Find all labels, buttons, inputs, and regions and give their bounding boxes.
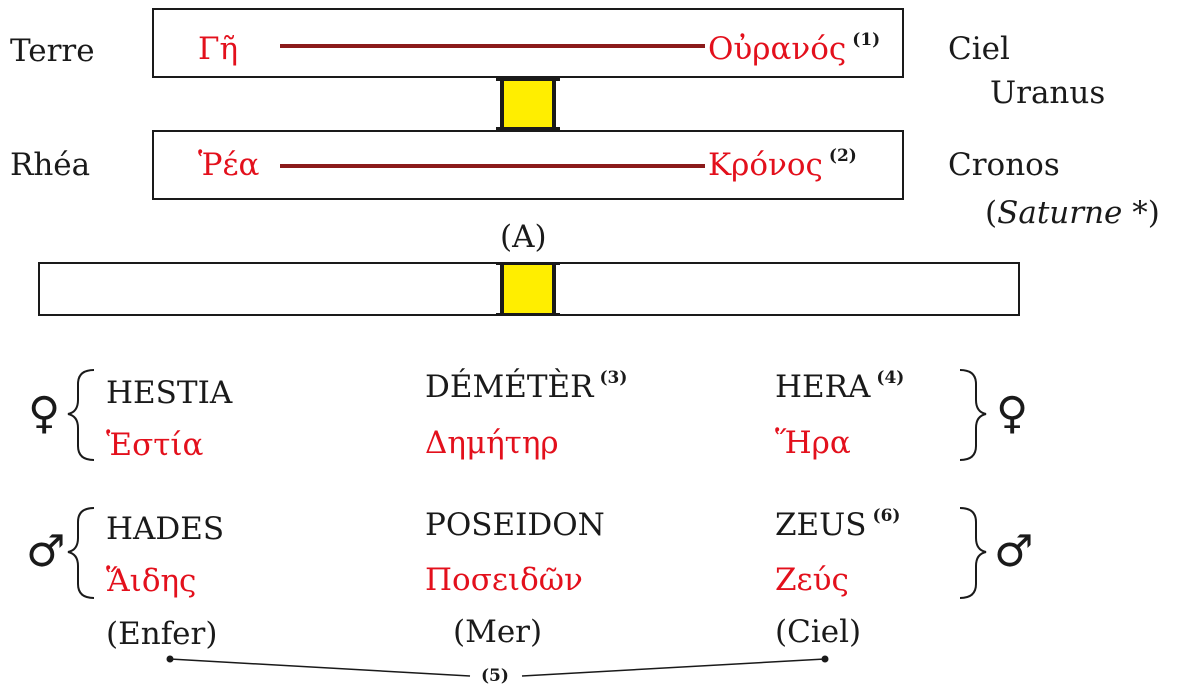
greek-kronos: Κρόνος(2): [708, 147, 857, 183]
god-name-hades: HADES: [106, 511, 225, 547]
god-name-zeus: ZEUS(6): [775, 507, 900, 543]
greek-ouranos-text: Οὐρανός: [708, 31, 847, 67]
saturne-italic: Saturne: [997, 195, 1123, 231]
rod-gaia-uranus: [280, 44, 705, 48]
female-symbol-right: ♀: [996, 388, 1029, 439]
god-domain-poseidon: (Mer): [453, 614, 543, 650]
goddess-greek-demeter: Δημήτηρ: [425, 425, 559, 461]
line-ciel-to-note: [521, 658, 826, 677]
male-symbol-right: ♂: [994, 526, 1034, 577]
god-name-poseidon: POSEIDON: [425, 507, 605, 543]
note-6: (6): [872, 506, 901, 526]
saturne-close: *): [1122, 195, 1160, 231]
note-5: (5): [481, 666, 509, 686]
zeus-text: ZEUS: [775, 507, 867, 543]
saturne-open: (: [985, 195, 998, 231]
hera-text: HERA: [775, 369, 871, 405]
goddess-name-hestia: HESTIA: [106, 375, 233, 411]
label-cronos: Cronos: [948, 147, 1060, 183]
greek-rhea: Ῥέα: [198, 147, 260, 183]
rod-rhea-cronos: [280, 164, 705, 168]
goddess-greek-hestia: Ἑστία: [106, 427, 204, 463]
greek-ge: Γῆ: [198, 31, 239, 67]
god-greek-hades: Ἅιδης: [106, 563, 197, 599]
label-rhea: Rhéa: [10, 147, 91, 183]
demeter-text: DÉMÉTÈR: [425, 369, 594, 405]
female-symbol-left: ♀: [28, 388, 61, 439]
label-terre: Terre: [10, 33, 95, 69]
note-2: (2): [828, 146, 857, 166]
label-a: (A): [500, 219, 547, 255]
brace-right-female: [959, 369, 987, 461]
god-domain-zeus: (Ciel): [775, 614, 862, 650]
brace-left-male: [67, 507, 95, 599]
note-1: (1): [852, 30, 881, 50]
goddess-name-demeter: DÉMÉTÈR(3): [425, 369, 627, 405]
note-4: (4): [876, 368, 905, 388]
god-greek-poseidon: Ποσειδῶν: [425, 562, 583, 598]
line-enfer-to-note: [169, 658, 471, 677]
note-3: (3): [599, 368, 628, 388]
greek-ouranos: Οὐρανός(1): [708, 31, 880, 67]
label-ciel: Ciel: [948, 31, 1010, 67]
dot-ciel: [821, 655, 829, 663]
brace-right-male: [959, 507, 987, 599]
male-symbol-left: ♂: [26, 526, 66, 577]
goddess-name-hera: HERA(4): [775, 369, 904, 405]
label-saturne: (Saturne *): [985, 198, 1160, 229]
box-gaia-uranus: [152, 8, 904, 78]
connector-pillar-2: [496, 262, 560, 316]
goddess-greek-hera: Ἥρα: [775, 425, 851, 461]
connector-pillar-1: [496, 78, 560, 130]
brace-left-female: [67, 369, 95, 461]
god-domain-hades: (Enfer): [106, 616, 218, 652]
god-greek-zeus: Ζεύς: [775, 562, 849, 598]
label-uranus: Uranus: [990, 75, 1106, 111]
dot-enfer: [166, 655, 174, 663]
greek-kronos-text: Κρόνος: [708, 147, 823, 183]
